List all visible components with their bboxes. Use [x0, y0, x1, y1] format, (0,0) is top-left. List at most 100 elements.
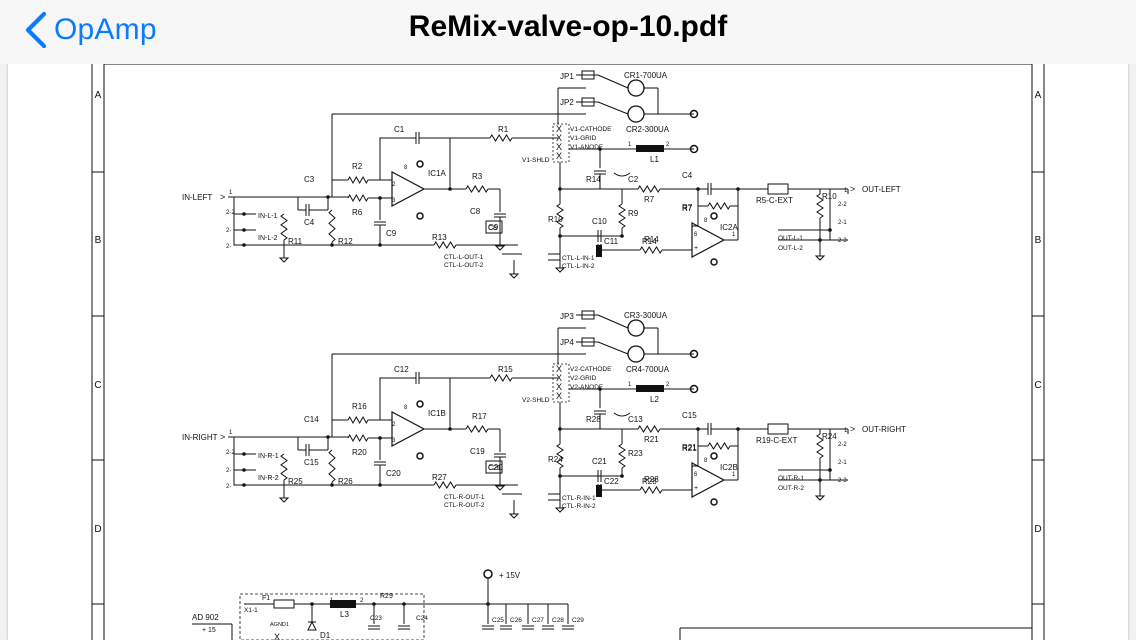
component-label: JP2	[560, 98, 574, 107]
component-label: 2-3	[838, 238, 847, 244]
component-label: R21	[644, 435, 659, 444]
junction-dot	[598, 147, 602, 151]
junction-dot	[242, 228, 246, 232]
resistor	[328, 209, 336, 243]
resistor	[489, 134, 513, 142]
component-label: L1	[650, 155, 659, 164]
terminal-ring	[689, 144, 699, 154]
component-label: CR1-700UA	[624, 71, 668, 80]
schematic-line	[597, 74, 629, 89]
component-label: C3	[304, 175, 315, 184]
component-label: C8	[488, 225, 497, 232]
component-label: 8	[704, 218, 708, 224]
junction-dot	[310, 602, 314, 606]
ground-symbol	[278, 497, 290, 503]
component-label: V2-GRID	[570, 375, 597, 382]
component-label: OUT-R-2	[778, 485, 804, 492]
junction-dot	[242, 452, 246, 456]
terminal-ring	[710, 452, 718, 460]
component-label: R25	[288, 477, 303, 486]
component-label: 2-	[226, 244, 231, 250]
component-label: C22	[604, 477, 619, 486]
component-label: C21	[592, 457, 607, 466]
component-label: IN-R-2	[258, 475, 279, 482]
junction-dot	[828, 468, 832, 472]
junction-dot	[378, 483, 382, 487]
component-label: R14	[644, 235, 659, 244]
row-marker: C	[1034, 380, 1041, 391]
component-label: IN-L-1	[258, 213, 278, 220]
resistor-box	[767, 183, 789, 195]
component-label: +	[694, 245, 698, 252]
component-label: L2	[650, 395, 659, 404]
opamp	[691, 462, 726, 498]
component-label: 8	[404, 165, 408, 171]
component-label: C19	[470, 447, 485, 456]
meter	[627, 79, 645, 97]
component-label: R16	[352, 402, 367, 411]
jumper	[581, 97, 595, 107]
opamp	[691, 222, 726, 258]
opamp	[391, 171, 426, 207]
back-button[interactable]: OpAmp	[22, 8, 157, 52]
component-label: 2-2	[226, 450, 235, 456]
terminal-ring	[710, 498, 718, 506]
opamp	[391, 411, 426, 447]
inductor	[636, 145, 664, 152]
row-marker: C	[94, 380, 101, 391]
component-label: 1	[229, 190, 233, 196]
ground-symbol	[278, 257, 290, 263]
ground-symbol	[508, 273, 520, 279]
component-label: 1	[844, 188, 848, 194]
row-marker: D	[1034, 524, 1041, 535]
component-label: R6	[352, 208, 363, 217]
component-label: OUT-L-1	[778, 235, 803, 242]
resistor	[556, 203, 564, 229]
component-label: C15	[682, 411, 697, 420]
connector-glyph: >	[850, 184, 855, 194]
resistor	[637, 425, 661, 433]
component-label: R7	[644, 195, 655, 204]
component-label: R5-C-EXT	[756, 196, 793, 205]
component-label: 1	[628, 142, 632, 148]
component-label: IN-L-2	[258, 235, 278, 242]
component-label: R23	[628, 449, 643, 458]
component-label: R12	[338, 237, 353, 246]
resistor	[637, 185, 661, 193]
input-label: IN-LEFT	[182, 193, 212, 202]
resistor	[280, 453, 288, 481]
chevron-left-icon	[25, 11, 47, 49]
fuse	[273, 599, 295, 609]
junction-dot	[736, 427, 740, 431]
component-label: R17	[472, 412, 487, 421]
component-label: CTL-L-OUT-1	[444, 254, 484, 261]
socket-pin: X	[556, 133, 562, 143]
component-label: C20	[488, 463, 503, 472]
component-label: 3	[392, 198, 396, 204]
terminal-ring	[689, 384, 699, 394]
component-label: R9	[628, 209, 639, 218]
component-label: C9	[488, 223, 499, 232]
component-label: 1	[628, 382, 632, 388]
component-label: R7	[682, 203, 693, 212]
junction-dot	[242, 468, 246, 472]
resistor	[328, 449, 336, 483]
component-label: AGND1	[270, 622, 289, 628]
resistor	[639, 246, 663, 254]
output-label: OUT-RIGHT	[862, 425, 906, 434]
terminal-ring	[710, 212, 718, 220]
component-label: R21	[682, 444, 697, 453]
junction-dot	[330, 483, 334, 487]
component-label: R2	[352, 162, 363, 171]
component-label: CTL-R-OUT-2	[444, 502, 485, 509]
component-label: 2-2	[838, 202, 847, 208]
socket-pin: X	[556, 151, 562, 161]
resistor	[618, 443, 626, 469]
resistor	[465, 185, 489, 193]
component-label: 3	[392, 438, 396, 444]
component-label: F1	[262, 595, 270, 602]
component-label: R10	[548, 215, 563, 224]
